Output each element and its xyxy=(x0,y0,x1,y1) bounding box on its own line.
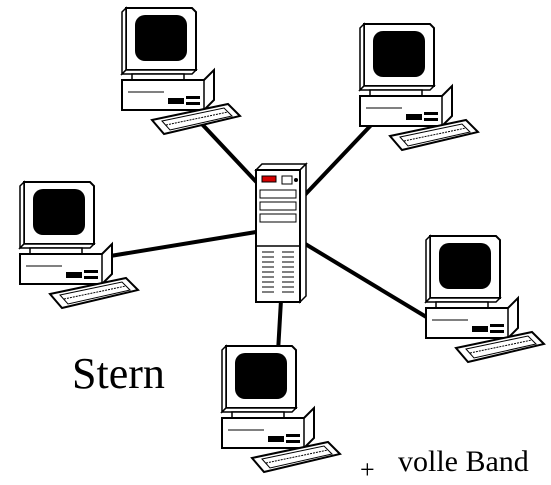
desktop-computer-icon xyxy=(121,7,241,135)
workstation-bottom xyxy=(221,345,341,473)
link-right xyxy=(300,240,430,320)
desktop-computer-icon xyxy=(425,235,545,363)
note-prefix: + xyxy=(360,455,375,484)
link-top-right xyxy=(298,120,376,202)
workstation-right xyxy=(425,235,545,363)
server-tower-icon xyxy=(254,162,308,304)
diagram-title: Stern xyxy=(72,349,165,398)
desktop-computer-icon xyxy=(221,345,341,473)
workstation-top-right xyxy=(359,23,479,151)
link-bottom xyxy=(276,298,283,354)
workstation-left xyxy=(19,181,139,309)
desktop-computer-icon xyxy=(359,23,479,151)
workstation-top-left xyxy=(121,7,241,135)
link-left xyxy=(96,230,258,260)
connection-lines xyxy=(96,120,430,354)
desktop-computer-icon xyxy=(19,181,139,309)
advantage-note: volle Band xyxy=(398,445,529,478)
link-top-left xyxy=(198,120,264,190)
